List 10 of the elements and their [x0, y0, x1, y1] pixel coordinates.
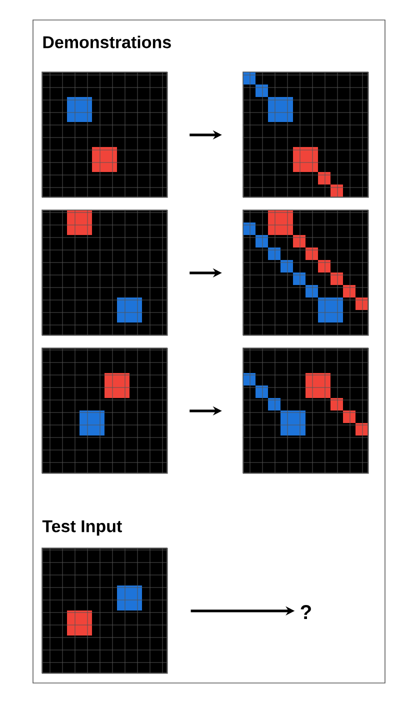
grid-drawing [42, 72, 168, 198]
heading: Test Input [42, 520, 122, 536]
heading: Demonstrations [43, 36, 171, 48]
grid-drawing [242, 72, 369, 198]
grid-drawing [42, 548, 168, 674]
grid-drawing [242, 348, 369, 474]
question-mark: ? [300, 605, 311, 619]
grid-drawing [242, 210, 369, 336]
grid-drawing [42, 348, 168, 474]
grid-drawing [42, 210, 168, 336]
